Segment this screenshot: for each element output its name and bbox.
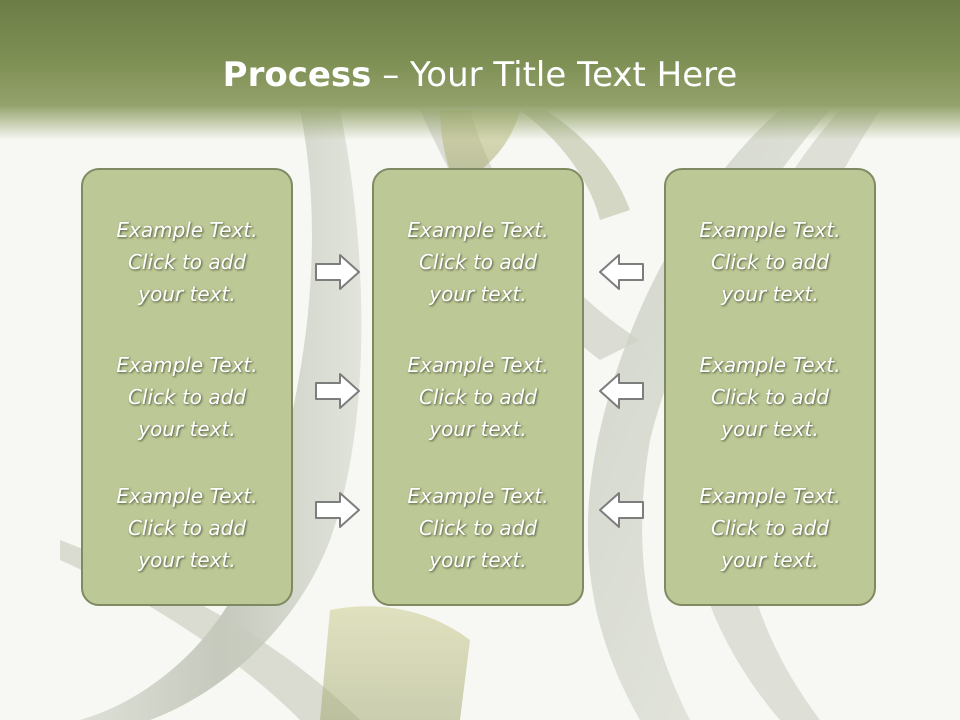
text-line: Click to add (710, 516, 830, 540)
text-line: Example Text. (116, 484, 258, 508)
arrow-left-icon (599, 373, 644, 409)
text-line: Click to add (418, 250, 538, 274)
process-box-middle[interactable]: Example Text. Click to add your text. Ex… (372, 168, 584, 606)
text-line: your text. (721, 282, 819, 306)
arrow-left-icon (599, 254, 644, 290)
text-placeholder[interactable]: Example Text. Click to add your text. (666, 480, 874, 576)
text-line: Click to add (127, 385, 247, 409)
text-line: Click to add (710, 250, 830, 274)
text-line: Example Text. (407, 484, 549, 508)
text-line: Click to add (418, 385, 538, 409)
title-rest: Your Title Text Here (410, 55, 738, 95)
text-line: Example Text. (699, 353, 841, 377)
text-line: Click to add (127, 516, 247, 540)
text-line: Example Text. (407, 353, 549, 377)
text-placeholder[interactable]: Example Text. Click to add your text. (83, 480, 291, 576)
text-line: Example Text. (116, 353, 258, 377)
text-line: Click to add (418, 516, 538, 540)
arrow-right-icon (315, 492, 360, 528)
page-title[interactable]: Process – Your Title Text Here (0, 52, 960, 98)
text-line: your text. (138, 548, 236, 572)
text-line: Example Text. (699, 218, 841, 242)
text-line: your text. (721, 548, 819, 572)
text-line: Example Text. (699, 484, 841, 508)
text-placeholder[interactable]: Example Text. Click to add your text. (374, 214, 582, 310)
arrow-left-icon (599, 492, 644, 528)
arrow-right-icon (315, 254, 360, 290)
text-placeholder[interactable]: Example Text. Click to add your text. (374, 349, 582, 445)
text-placeholder[interactable]: Example Text. Click to add your text. (374, 480, 582, 576)
text-line: your text. (429, 417, 527, 441)
text-line: your text. (138, 282, 236, 306)
text-placeholder[interactable]: Example Text. Click to add your text. (83, 349, 291, 445)
process-box-right[interactable]: Example Text. Click to add your text. Ex… (664, 168, 876, 606)
process-box-left[interactable]: Example Text. Click to add your text. Ex… (81, 168, 293, 606)
text-line: your text. (429, 282, 527, 306)
text-line: your text. (138, 417, 236, 441)
text-line: Click to add (127, 250, 247, 274)
text-line: your text. (721, 417, 819, 441)
text-placeholder[interactable]: Example Text. Click to add your text. (666, 349, 874, 445)
title-bold: Process (222, 55, 372, 95)
text-line: Example Text. (407, 218, 549, 242)
text-line: Example Text. (116, 218, 258, 242)
arrow-right-icon (315, 373, 360, 409)
text-line: Click to add (710, 385, 830, 409)
text-placeholder[interactable]: Example Text. Click to add your text. (83, 214, 291, 310)
title-separator: – (371, 55, 411, 95)
title-band (0, 0, 960, 140)
text-placeholder[interactable]: Example Text. Click to add your text. (666, 214, 874, 310)
text-line: your text. (429, 548, 527, 572)
